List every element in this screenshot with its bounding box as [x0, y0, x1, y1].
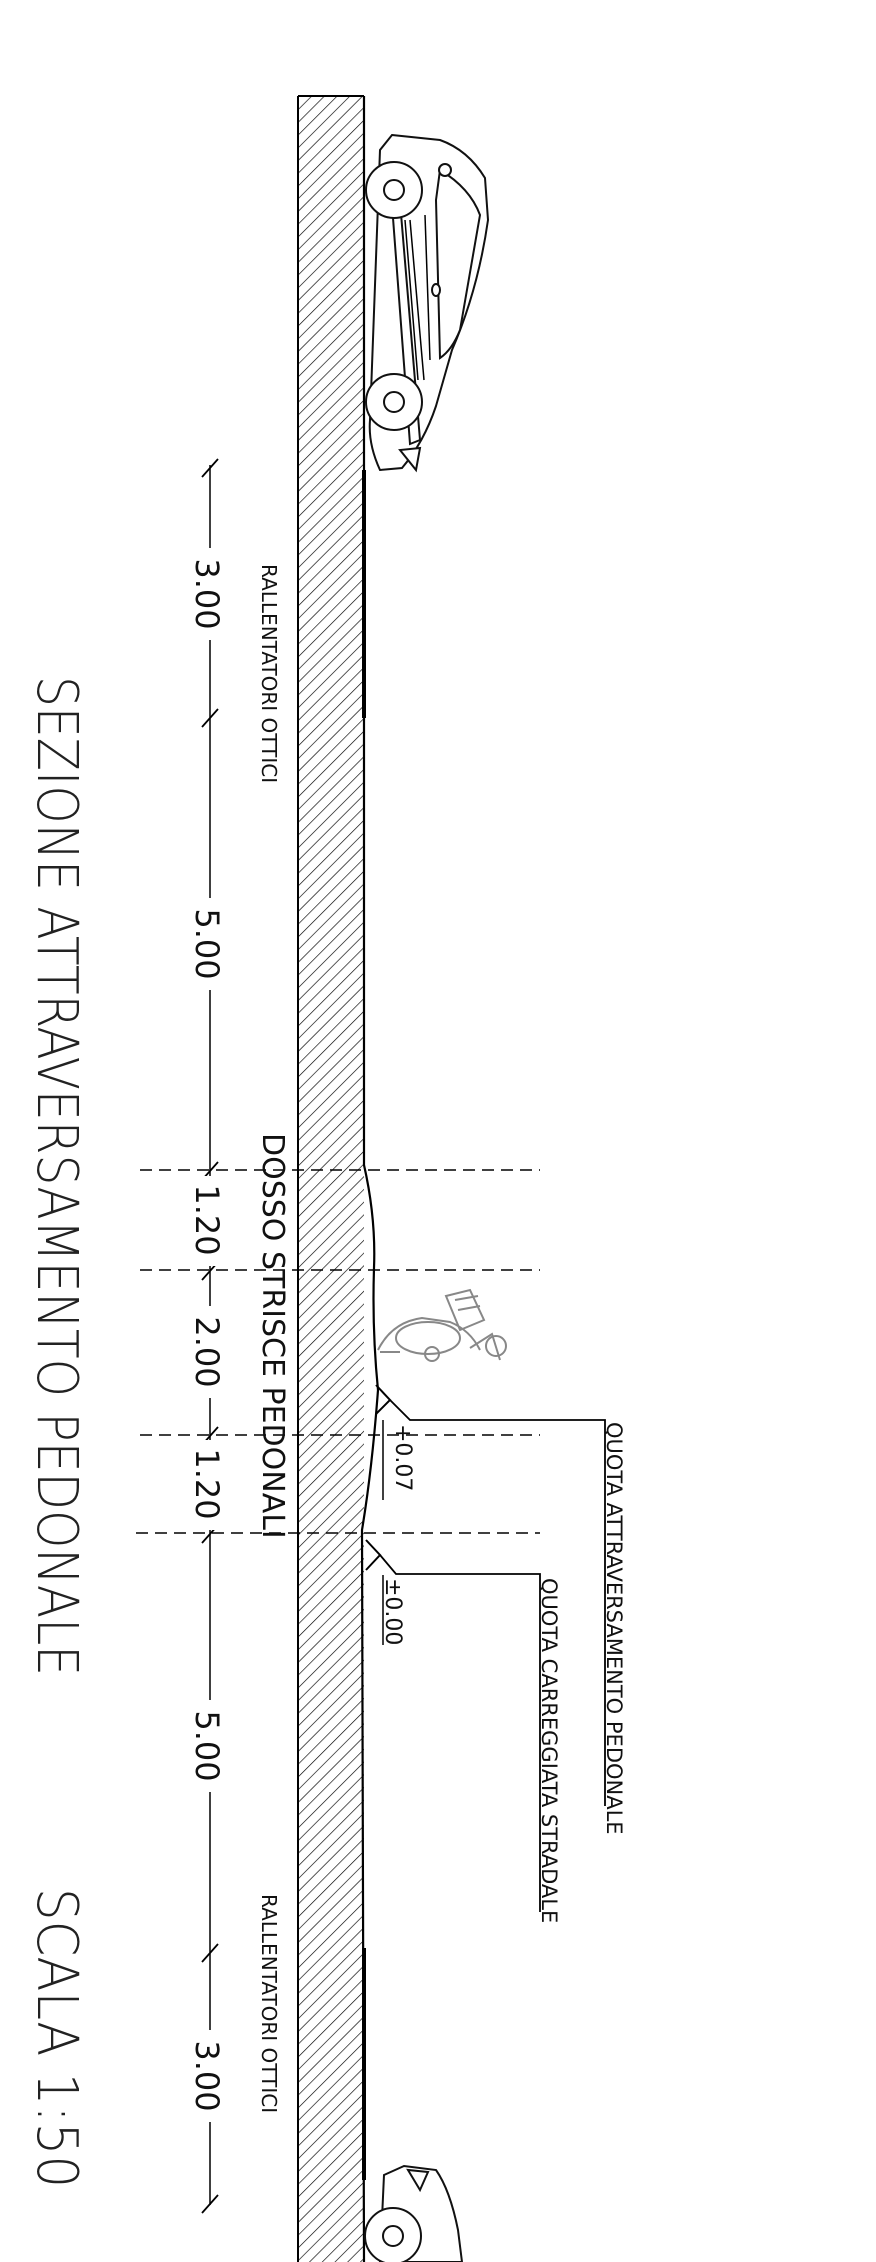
speed-bump-label: DOSSO STRISCE PEDONALI [255, 1133, 290, 1539]
dimension-2: 5.00 [188, 908, 226, 979]
car-icon [365, 133, 490, 473]
crossing-level-value: +0.07 [390, 1424, 415, 1491]
dimension-7: 3.00 [188, 2040, 226, 2111]
crossing-dashed-lines [136, 1169, 540, 1534]
level-marker-icon [365, 1539, 541, 1912]
road-level-value: ±0.00 [380, 1578, 405, 1645]
drawing-scale: SCALA 1:50 [24, 1888, 89, 2188]
optical-slowdowns-label-top: RALLENTATORI OTTICI [257, 564, 281, 783]
dimension-4: 2.00 [188, 1316, 226, 1387]
car-icon [364, 2164, 464, 2262]
drawing-title: SEZIONE ATTRAVERSAMENTO PEDONALE [24, 676, 89, 1676]
optical-slowdowns-label-bottom: RALLENTATORI OTTICI [257, 1894, 281, 2113]
dimension-3: 1.20 [188, 1184, 226, 1255]
road-level-label: QUOTA CARREGGIATA STRADALE [537, 1578, 561, 1923]
level-marker-icon [375, 1384, 606, 1806]
dimension-5: 1.20 [188, 1448, 226, 1519]
dimension-1: 3.00 [188, 558, 226, 629]
road-pavement [297, 95, 380, 2262]
dimension-6: 5.00 [188, 1710, 226, 1781]
pedestrian-with-cart-icon [377, 1288, 507, 1362]
crossing-level-label: QUOTA ATTRAVERSAMENTO PEDONALE [602, 1422, 626, 1835]
